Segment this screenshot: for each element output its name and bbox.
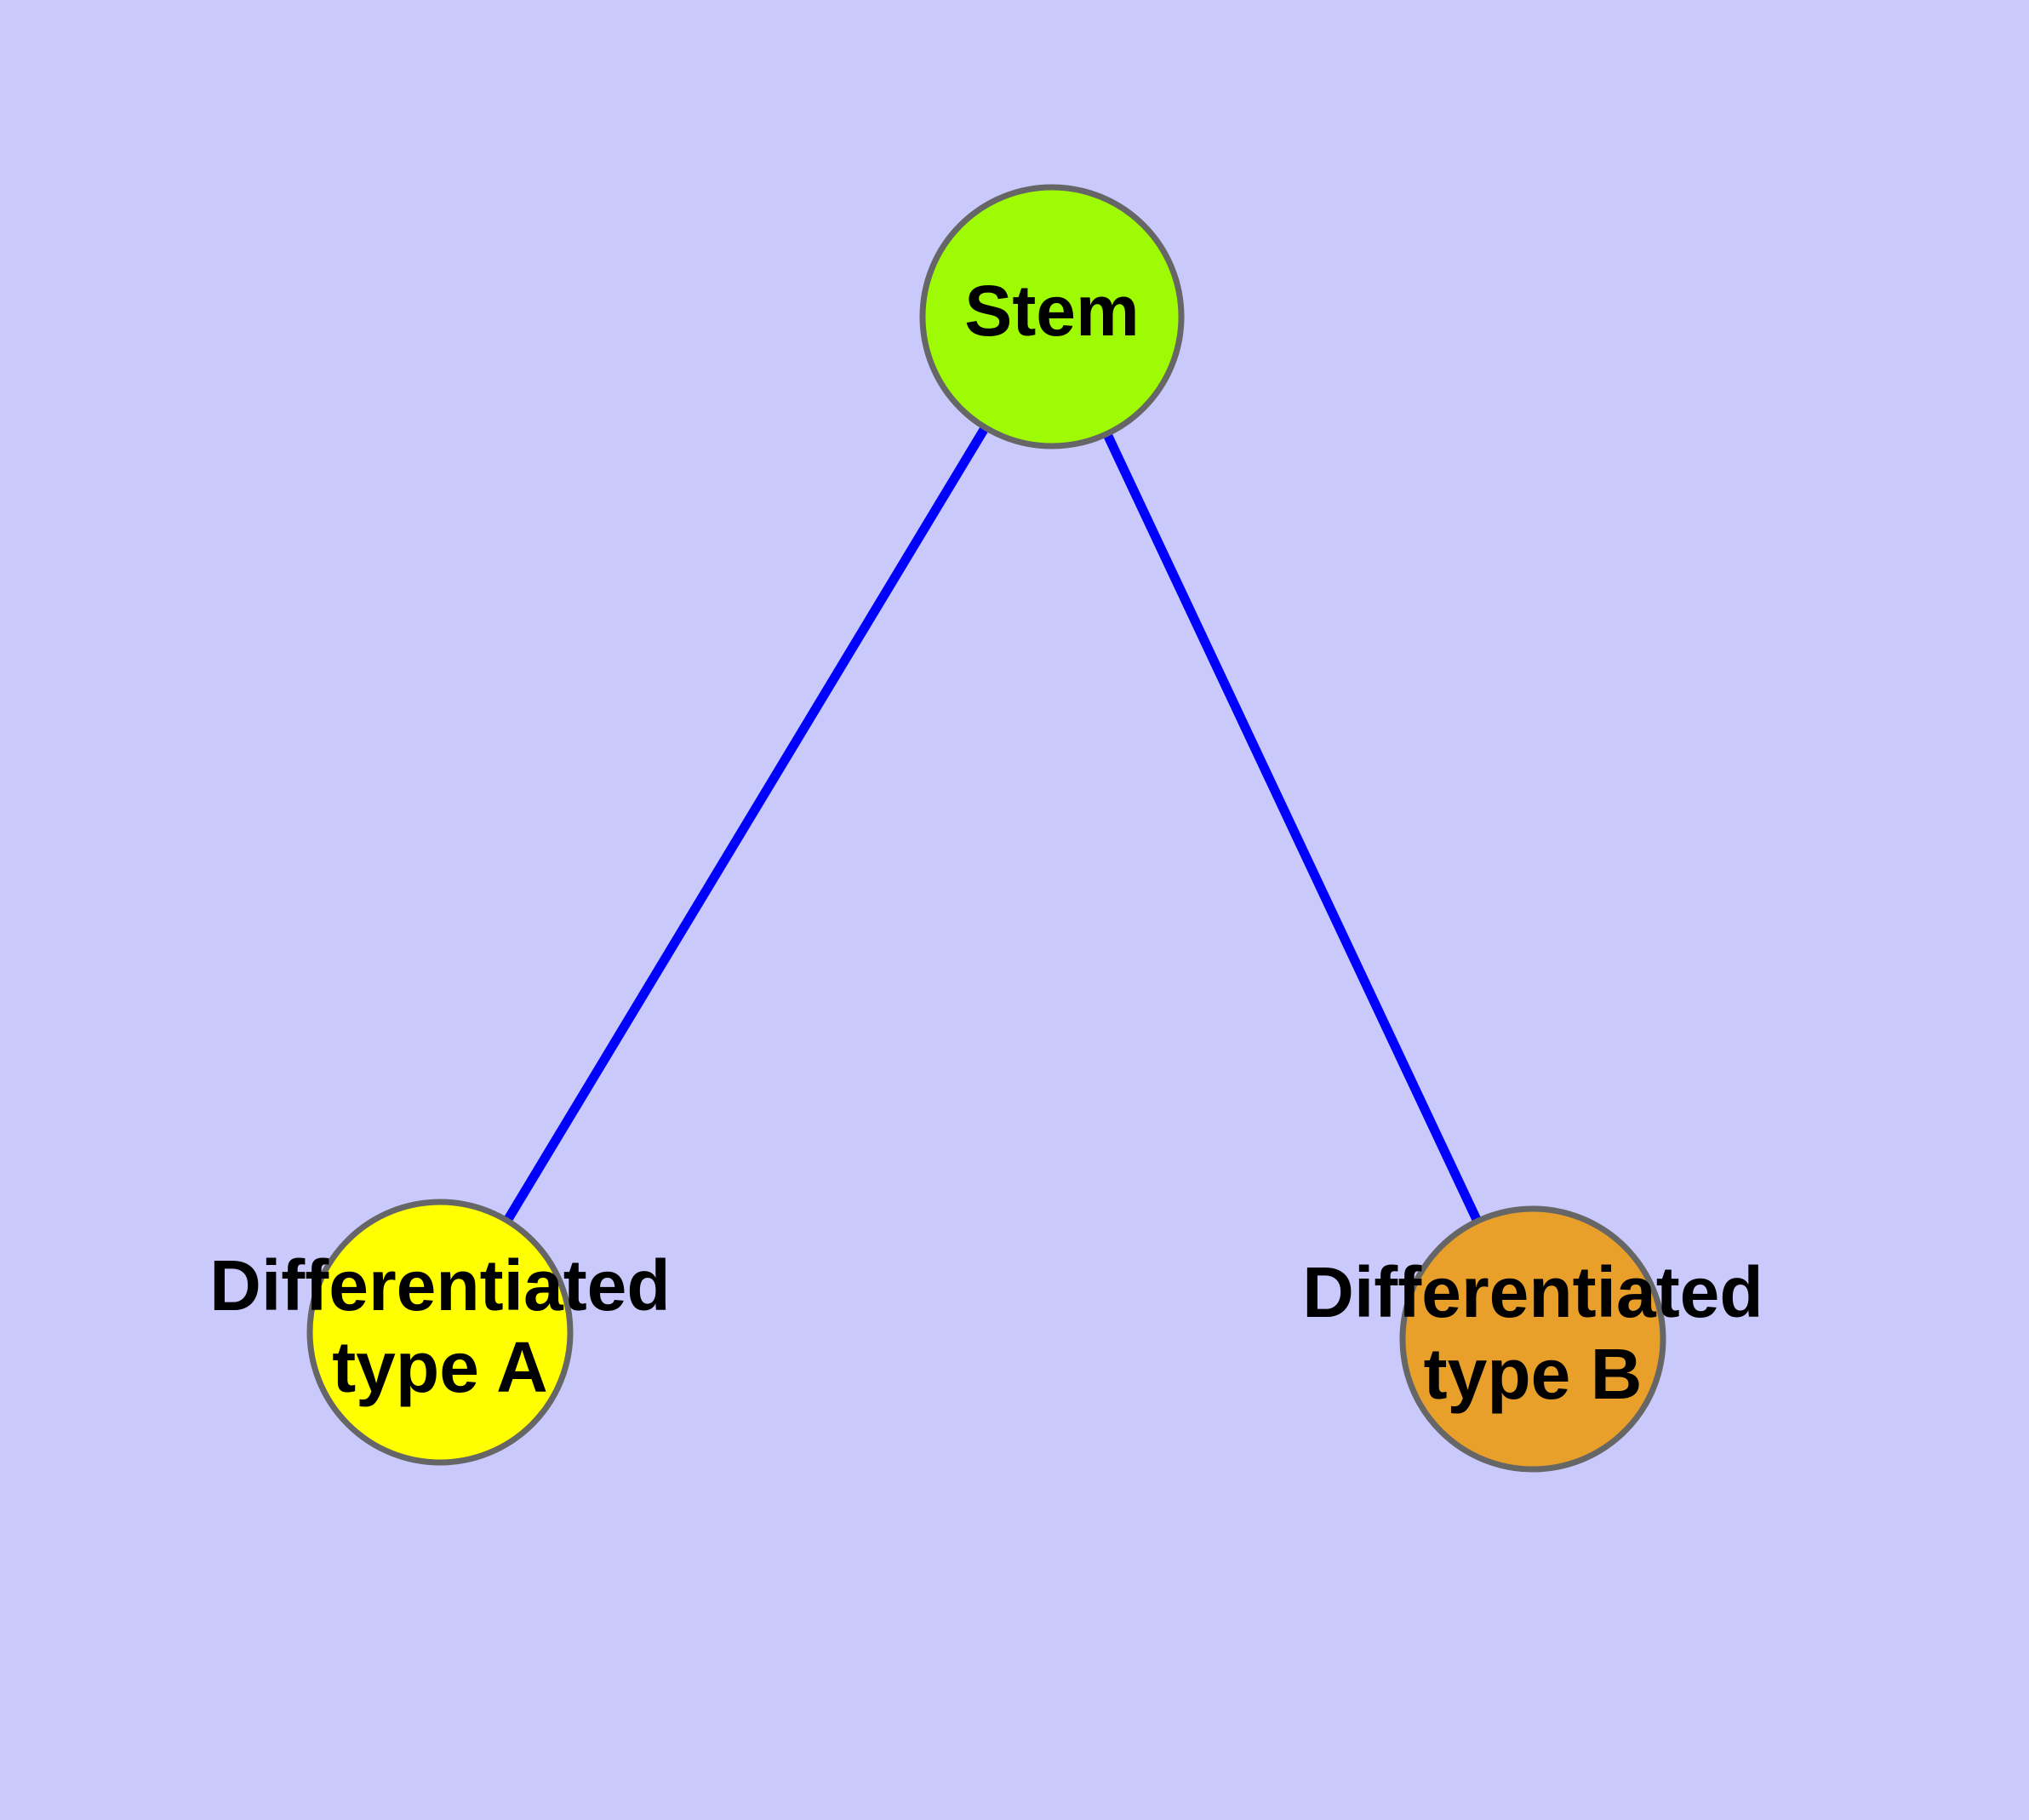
node-label-line: Stem	[964, 271, 1139, 351]
edge-stem-diff-a	[502, 423, 991, 1225]
edge-layer	[502, 423, 1483, 1225]
node-circle-diff_a[interactable]	[306, 1199, 574, 1466]
edge-stem-diff-b	[1101, 430, 1483, 1225]
node-label-line: Differentiated	[209, 1245, 670, 1325]
node-label-line: type A	[332, 1327, 548, 1407]
node-circle-diff_b[interactable]	[1399, 1205, 1666, 1473]
node-label-line: type B	[1424, 1334, 1643, 1414]
node-layer	[306, 184, 1666, 1473]
node-label-line: Differentiated	[1302, 1252, 1763, 1332]
node-label-stem: Stem	[964, 271, 1139, 351]
node-circle-stem[interactable]	[919, 184, 1185, 449]
